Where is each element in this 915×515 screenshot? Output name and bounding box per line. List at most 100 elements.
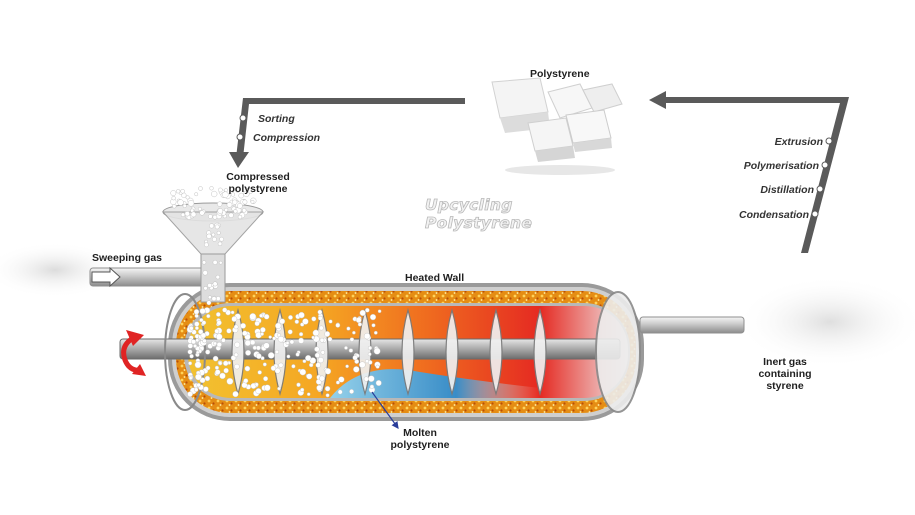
pellet xyxy=(260,356,265,361)
pellet xyxy=(171,196,176,201)
pellet xyxy=(325,393,330,398)
pellet xyxy=(338,376,345,383)
pellet xyxy=(203,286,208,291)
pellet xyxy=(219,372,226,380)
pellet xyxy=(170,190,177,197)
pellet xyxy=(213,341,218,346)
pellet xyxy=(206,233,212,239)
pellet xyxy=(226,201,233,208)
pellet xyxy=(203,386,209,392)
pellet xyxy=(237,203,243,209)
pellet xyxy=(211,232,216,237)
pellet xyxy=(314,346,320,352)
pellet xyxy=(198,186,203,191)
pellet xyxy=(204,375,211,382)
pellet xyxy=(216,342,222,348)
pellet xyxy=(207,295,212,300)
pellet xyxy=(217,201,223,207)
pellet xyxy=(244,365,251,372)
pellet xyxy=(255,388,262,395)
pellet xyxy=(257,370,262,375)
pellet xyxy=(190,339,196,345)
compressed-label-line1: Compressed xyxy=(226,171,290,183)
pellet xyxy=(200,332,207,339)
pellet xyxy=(263,313,270,320)
pellet xyxy=(247,187,254,194)
step-dot xyxy=(821,161,829,169)
pellet xyxy=(219,236,224,242)
pellet xyxy=(205,365,211,371)
pellet xyxy=(367,375,375,383)
pellet xyxy=(217,208,224,214)
pellet xyxy=(194,321,200,327)
pellet xyxy=(324,368,332,375)
pellet xyxy=(324,386,331,392)
pellet xyxy=(274,349,279,354)
pellet xyxy=(255,345,261,351)
pellet xyxy=(355,317,362,323)
pellet xyxy=(327,336,333,342)
pellet xyxy=(195,350,200,355)
pellet xyxy=(234,363,240,370)
pellet xyxy=(359,309,366,317)
pellet xyxy=(344,345,348,350)
pellet xyxy=(289,339,295,345)
pellet xyxy=(197,206,202,211)
pellet xyxy=(202,260,207,265)
pellet xyxy=(371,323,376,328)
pellet xyxy=(277,386,281,391)
pellet xyxy=(207,283,212,288)
pellet xyxy=(226,328,232,334)
pellet xyxy=(295,352,300,357)
pellet xyxy=(172,204,177,209)
inert-gas-line2: containing xyxy=(758,368,812,380)
pellet xyxy=(215,333,223,341)
pellet xyxy=(335,322,341,328)
pellet xyxy=(316,384,323,391)
pellet xyxy=(187,200,195,207)
pellet xyxy=(250,199,255,204)
pellet xyxy=(199,308,206,315)
pellet xyxy=(268,335,273,339)
pellet xyxy=(349,337,355,342)
hopper-pellets xyxy=(170,186,257,306)
pellet xyxy=(201,320,207,326)
pellet xyxy=(226,377,234,385)
pellet xyxy=(298,337,305,344)
pellet xyxy=(196,382,201,388)
pellet xyxy=(215,311,221,317)
pellet xyxy=(352,330,356,335)
pellet xyxy=(211,190,218,198)
outlet-pipe xyxy=(639,316,745,334)
pellet xyxy=(243,378,249,384)
pellet xyxy=(320,350,325,355)
pellet xyxy=(287,329,293,335)
pellet xyxy=(194,361,202,369)
pellet xyxy=(348,348,354,353)
pellet xyxy=(306,373,313,380)
pellet xyxy=(337,389,343,395)
pellet xyxy=(208,214,213,219)
pellet xyxy=(211,296,217,302)
pellet xyxy=(188,376,193,380)
inert-gas-line1: Inert gas xyxy=(763,356,807,368)
pellet xyxy=(305,355,312,362)
pellet xyxy=(364,307,370,313)
pellet xyxy=(216,320,222,326)
pellet xyxy=(190,211,197,218)
pellet xyxy=(367,352,372,357)
pellet xyxy=(302,359,307,364)
reactor-vessel xyxy=(119,283,644,421)
step-distillation: Distillation xyxy=(760,184,814,196)
pellet xyxy=(352,355,358,361)
pellet xyxy=(182,203,187,208)
pellet xyxy=(237,214,243,220)
pellet xyxy=(278,362,284,368)
pellet xyxy=(215,296,221,301)
pellet xyxy=(193,344,198,349)
pellet xyxy=(286,354,291,359)
pellet xyxy=(185,195,190,200)
pellet xyxy=(291,364,296,369)
pellet xyxy=(222,360,229,366)
pellet xyxy=(209,186,214,191)
